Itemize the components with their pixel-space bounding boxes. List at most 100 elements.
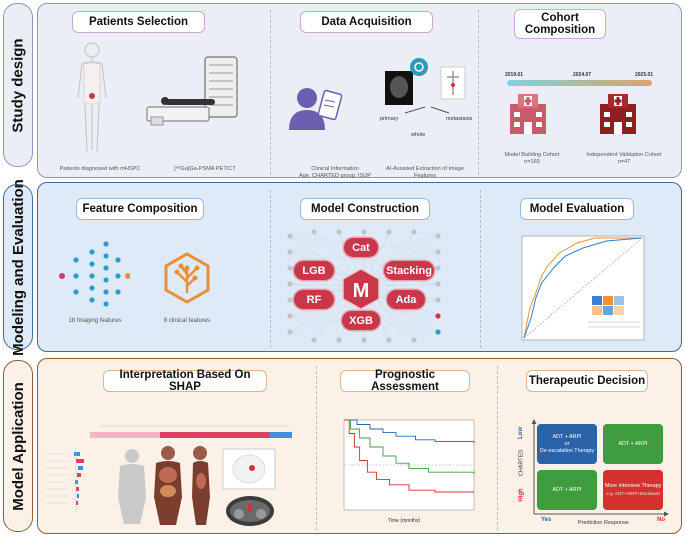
network-edge: [289, 331, 315, 341]
network-node: [361, 337, 367, 343]
feature-dot: [103, 241, 109, 247]
y-low-label: Low: [518, 427, 524, 439]
feature-dot: [73, 289, 79, 295]
shap-bar: [78, 466, 83, 470]
pet-image-icon: [385, 58, 466, 114]
shap-bar: [76, 501, 78, 505]
cohort-composition-title: Cohort Composition: [514, 9, 606, 39]
network-node: [435, 297, 441, 303]
feature-dot: [89, 297, 95, 303]
network-node: [287, 233, 293, 239]
decision-axes: [531, 419, 669, 517]
network-edge: [313, 231, 340, 341]
feature-dot: [115, 257, 121, 263]
model-pill: Cat: [344, 238, 378, 257]
building-cohort-label: Model Building Cohort n=165: [504, 152, 560, 165]
date-start: 2019.01: [505, 72, 524, 78]
shap-force-plot: [90, 425, 292, 438]
quadrant-low-yes: ADT + ARPI or De-escalation Therapy: [537, 424, 597, 464]
network-node: [435, 313, 441, 319]
km-curve: [344, 419, 475, 474]
network-node: [311, 337, 317, 343]
section-title: Study design: [9, 37, 27, 133]
hospital-icon: [600, 94, 636, 134]
x-axis-title: Prediction Response: [578, 520, 629, 526]
network-node: [287, 265, 293, 271]
feature-dot: [89, 249, 95, 255]
network-node: [386, 337, 392, 343]
feature-dot: [115, 289, 121, 295]
timeline-bar: [507, 80, 652, 86]
y-high-label: High: [518, 488, 525, 502]
hospital-icon: [510, 94, 546, 134]
roc-curve-chart: [521, 235, 645, 341]
section-label-study-design: Study design: [3, 3, 33, 167]
shap-bar: [76, 487, 79, 491]
x-no-label: No: [657, 517, 665, 523]
network-node: [435, 249, 441, 255]
network-node: [435, 329, 441, 335]
separator: [316, 366, 317, 530]
network-edge: [413, 231, 439, 237]
model-pill: Ada: [387, 290, 425, 309]
network-node: [287, 281, 293, 287]
feature-composition-title: Feature Composition: [76, 198, 204, 220]
feature-dot: [103, 289, 109, 295]
section-label-application: Model Application: [3, 360, 33, 532]
feature-dot: [103, 253, 109, 259]
clinician-icon: [289, 88, 343, 130]
shap-bar: [74, 452, 80, 456]
shap-title: Interpretation Based On SHAP: [103, 369, 267, 393]
whole-label: whole: [411, 132, 426, 138]
body-organ-icon: [118, 449, 146, 524]
network-node: [336, 229, 342, 235]
separator: [270, 190, 271, 348]
network-node: [386, 229, 392, 235]
shap-bar: [77, 473, 81, 477]
shap-bar: [76, 459, 84, 463]
patients-selection-title: Patients Selection: [72, 11, 205, 33]
confusion-cell: [592, 306, 602, 315]
clinical-features-label: 8 clinical features: [163, 318, 211, 324]
km-curve: [344, 419, 475, 444]
shap-bar: [75, 480, 78, 484]
feature-dot: [103, 265, 109, 271]
clinical-info-caption: Clinical Information Age, CHARTED group,…: [298, 166, 372, 179]
shap-waterfall-plot: [46, 448, 84, 512]
separator: [270, 10, 271, 175]
model-pill: Stacking: [384, 261, 434, 280]
validation-cohort-label: Independent Validation Cohort n=47: [586, 152, 662, 165]
human-body-icon: [77, 42, 107, 153]
confusion-cell: [603, 296, 613, 305]
feature-dot: [103, 277, 109, 283]
pet-slice-icon: [222, 448, 276, 490]
network-node: [287, 297, 293, 303]
prognostic-title: Prognostic Assessment: [340, 369, 470, 393]
date-end: 2025.01: [635, 72, 654, 78]
kaplan-meier-chart: [343, 419, 475, 511]
feature-dot: [125, 273, 130, 279]
quadrant-high-no: More Intensive Therapy e.g. ADT+ARPI+Doc…: [603, 470, 663, 510]
imaging-features-label: 18 Imaging features: [68, 318, 122, 324]
network-node: [336, 337, 342, 343]
primary-label: primary: [380, 116, 399, 122]
network-node: [411, 337, 417, 343]
feature-dot: [115, 273, 121, 279]
km-curve: [344, 419, 474, 493]
network-node: [287, 313, 293, 319]
metastasis-label: metastasis: [446, 116, 473, 122]
separator: [497, 366, 498, 530]
network-node: [435, 281, 441, 287]
section-title: Model Application: [9, 381, 27, 511]
model-pill: XGB: [342, 311, 380, 330]
network-node: [287, 249, 293, 255]
feature-dot: [73, 273, 79, 279]
feature-dot: [59, 273, 65, 279]
scanner-caption: [⁶⁸Ga]Ga-PSMA PET/CT: [174, 166, 236, 172]
anatomy-icon: [154, 446, 182, 525]
patients-caption: Patients diagnosed with mHSPC: [59, 166, 141, 172]
imaging-features-icon: [59, 241, 130, 307]
data-acquisition-title: Data Acquisition: [300, 11, 433, 33]
network-node: [435, 265, 441, 271]
anatomy-side-icon: [192, 446, 210, 525]
